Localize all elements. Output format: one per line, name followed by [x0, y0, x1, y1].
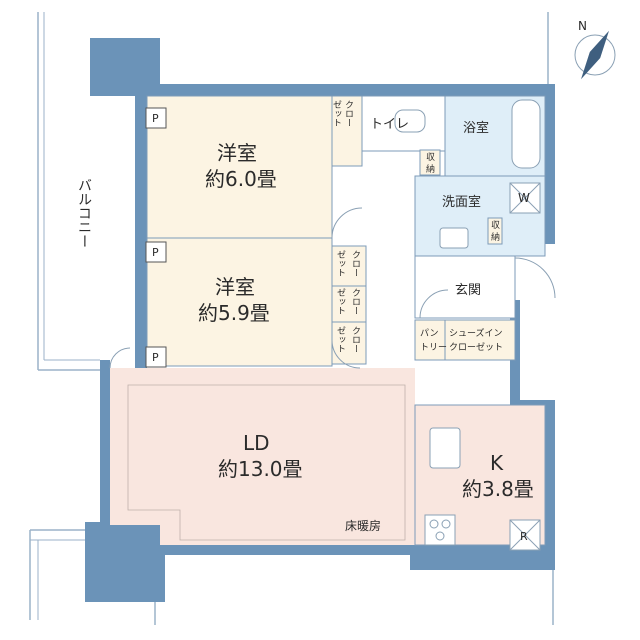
kitchen-name: K — [490, 451, 504, 475]
storage-label-1b: 納 — [426, 163, 435, 175]
refrigerator-marker: R — [520, 530, 528, 543]
entrance-floor — [414, 255, 516, 319]
closet-2b-label: ゼット — [335, 250, 346, 277]
closets — [331, 95, 516, 365]
outer-walls — [85, 38, 555, 602]
closet-1a-label: クロー — [343, 100, 353, 127]
ld-floor — [110, 368, 415, 545]
washer-marker: W — [518, 191, 530, 205]
closet-4b-label: ゼット — [335, 326, 346, 353]
closet-2a-label: クロー — [350, 250, 360, 277]
ld-size: 約13.0畳 — [218, 457, 303, 481]
balcony-label: バルコニー — [76, 178, 92, 248]
door-swings — [109, 207, 556, 369]
pantry-label-2: トリー — [420, 343, 447, 353]
shoes-in-closet-label-2: クローゼット — [449, 341, 503, 353]
closet-1b-label: ゼット — [331, 100, 342, 127]
toilet-label: トイレ — [370, 117, 409, 132]
storage-label-1a: 収 — [426, 151, 435, 163]
storage-label-2a: 収 — [491, 219, 500, 231]
western-room-2-size: 約5.9畳 — [198, 301, 270, 325]
western-room-2-name: 洋室 — [215, 275, 255, 299]
western-room-2-floor — [146, 237, 333, 367]
storage-label-2b: 納 — [491, 231, 500, 243]
closet-4a-label: クロー — [350, 326, 360, 353]
western-room-1-name: 洋室 — [217, 141, 257, 165]
pipe-space-marker-2: P — [152, 246, 159, 259]
north-label: N — [578, 19, 587, 33]
fixtures — [394, 99, 541, 551]
north-arrow-icon — [574, 30, 616, 80]
pantry-label-1: パン — [420, 328, 438, 339]
washroom-label: 洗面室 — [442, 194, 481, 210]
kitchen-size: 約3.8畳 — [462, 477, 534, 501]
entrance-label: 玄関 — [455, 283, 481, 298]
floor-heating-label: 床暖房 — [345, 518, 381, 533]
pipe-space-marker-1: P — [152, 112, 159, 125]
closet-3b-label: ゼット — [335, 288, 346, 315]
western-room-1-size: 約6.0畳 — [205, 167, 277, 191]
bath-label: 浴室 — [463, 120, 489, 136]
closet-3a-label: クロー — [350, 288, 360, 315]
floor-heating-area — [127, 384, 406, 541]
pipe-space-marker-3: P — [152, 351, 159, 364]
ld-name: LD — [243, 431, 270, 455]
pipe-space-boxes — [145, 107, 167, 368]
shoes-in-closet-label-1: シューズイン — [449, 327, 503, 339]
